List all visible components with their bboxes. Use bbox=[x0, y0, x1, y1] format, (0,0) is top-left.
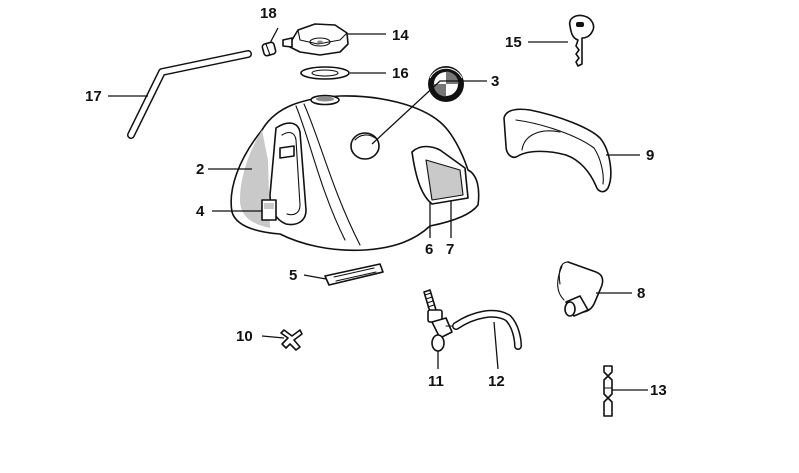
leader-10 bbox=[261, 335, 285, 339]
fuel-hose-part[interactable] bbox=[452, 309, 522, 350]
wing-clip-part[interactable] bbox=[280, 329, 303, 351]
callout-6: 6 bbox=[425, 241, 433, 258]
callout-11: 11 bbox=[428, 373, 444, 390]
hose-connector-part[interactable] bbox=[603, 365, 613, 417]
callout-15: 15 bbox=[505, 34, 522, 51]
callout-2: 2 bbox=[196, 161, 204, 178]
leader-5 bbox=[303, 274, 327, 280]
callout-labels: 18 14 16 3 17 2 4 5 6 7 15 9 8 10 11 12 … bbox=[85, 5, 667, 399]
bracket-clip-part[interactable] bbox=[557, 261, 604, 317]
callout-10: 10 bbox=[236, 328, 253, 345]
callout-4: 4 bbox=[196, 203, 205, 220]
leader-12 bbox=[493, 321, 499, 370]
callout-13: 13 bbox=[650, 382, 667, 399]
callout-9: 9 bbox=[646, 147, 654, 164]
filler-cap-part[interactable] bbox=[282, 23, 349, 56]
callout-14: 14 bbox=[392, 27, 409, 44]
callout-8: 8 bbox=[637, 285, 645, 302]
callout-12: 12 bbox=[488, 373, 505, 390]
leader-18 bbox=[269, 27, 279, 44]
fuel-petcock-part[interactable] bbox=[423, 289, 457, 352]
ignition-key-part[interactable] bbox=[568, 14, 595, 67]
knee-pad-part[interactable] bbox=[503, 108, 612, 193]
fuel-tank-part[interactable] bbox=[230, 94, 480, 252]
leader-lines bbox=[108, 27, 648, 391]
leader-3 bbox=[371, 80, 487, 145]
callout-17: 17 bbox=[85, 88, 102, 105]
filler-gasket-part[interactable] bbox=[300, 66, 350, 80]
callout-3: 3 bbox=[491, 73, 499, 90]
callout-5: 5 bbox=[289, 267, 297, 284]
callout-7: 7 bbox=[446, 241, 454, 258]
label-sticker-part[interactable] bbox=[324, 263, 384, 286]
emblem-badge-part[interactable] bbox=[428, 66, 464, 102]
hose-fitting-part[interactable] bbox=[261, 41, 277, 57]
callout-16: 16 bbox=[392, 65, 409, 82]
callout-18: 18 bbox=[260, 5, 277, 22]
breather-hose-part[interactable] bbox=[127, 50, 252, 139]
